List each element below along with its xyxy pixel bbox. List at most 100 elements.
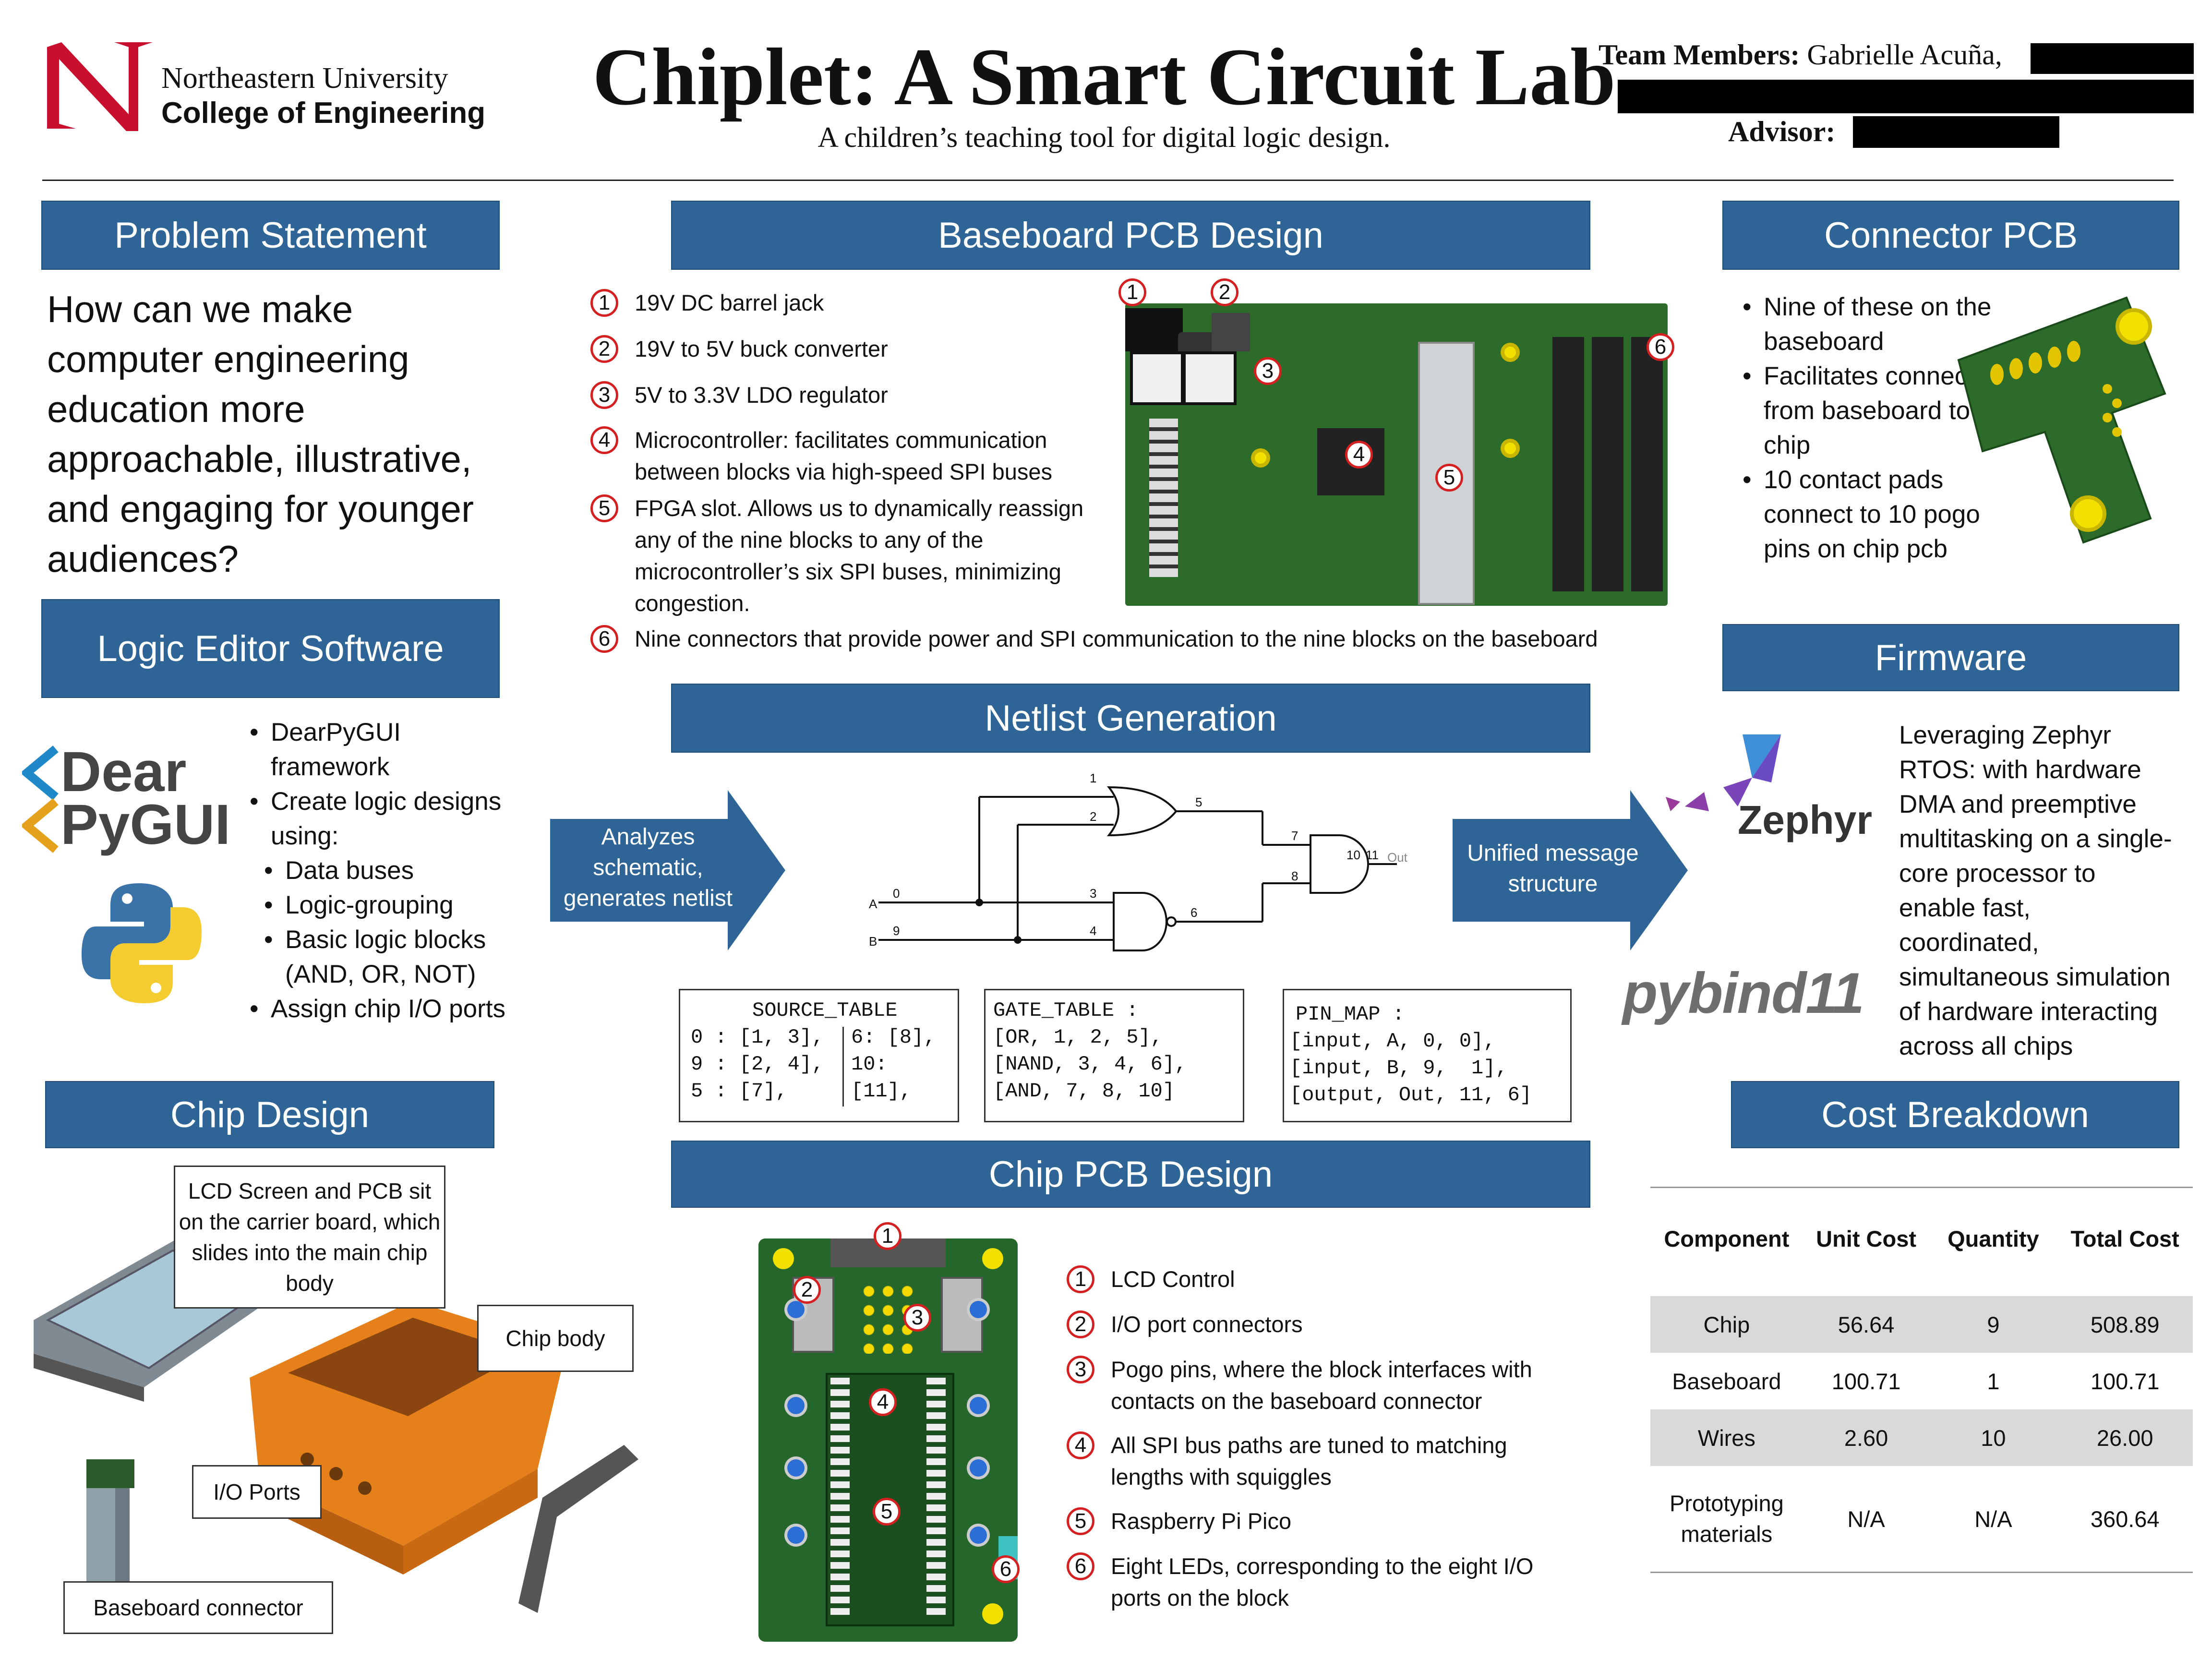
bullet-dearpygui: DearPyGUI framework (250, 715, 518, 784)
table-cell: Chip (1703, 1311, 1750, 1337)
baseboard-item-6: 6 Nine connectors that provide power and… (590, 623, 1695, 655)
callout-io-ports: I/O Ports (192, 1465, 322, 1519)
table-cell: 100.71 (2090, 1368, 2160, 1394)
table-cell: Wires (1697, 1425, 1755, 1451)
number-badge: 1 (1067, 1265, 1094, 1293)
callout-baseboard-connector: Baseboard connector (63, 1581, 333, 1634)
column-header: Unit Cost (1816, 1226, 1916, 1251)
arrow-unified-icon (1453, 790, 1688, 950)
table-cell: 10 (1981, 1425, 2006, 1451)
connector-bullets: Nine of these on the baseboard Facilitat… (1743, 290, 2011, 566)
number-badge: 4 (1067, 1431, 1094, 1459)
source-left-row: 0 : [1, 3], (691, 1026, 824, 1049)
schematic-label-out: Out (1387, 850, 1408, 865)
table-row: Chip 56.64 9 508.89 (1650, 1296, 2193, 1353)
table-cell: N/A (1847, 1506, 1885, 1532)
dearpygui-logo-pygui: PyGUI (60, 793, 231, 856)
logic-editor-bullets: DearPyGUI framework Create logic designs… (250, 715, 518, 1026)
college-name: College of Engineering (161, 96, 486, 130)
baseboard-pcb-render (1125, 303, 1668, 606)
team-label: Team Members: (1599, 39, 1800, 71)
schematic-label-10: 10 (1346, 848, 1360, 862)
baseboard-item-5: 5 FPGA slot. Allows us to dynamically re… (590, 493, 1118, 619)
table-row: Wires 2.60 10 26.00 (1650, 1409, 2193, 1466)
cost-heading: Cost Breakdown (1731, 1081, 2179, 1148)
schematic-label-5: 5 (1195, 795, 1202, 809)
cost-table-top-rule (1650, 1187, 2193, 1188)
schematic-label-3: 3 (1090, 886, 1096, 901)
university-name: Northeastern University (161, 62, 448, 95)
redaction-bar (1618, 80, 2194, 113)
chip-pcb-heading: Chip PCB Design (671, 1141, 1590, 1208)
schematic-label-8: 8 (1291, 869, 1298, 883)
chip-pcb-marker-6: 6 (992, 1555, 1020, 1583)
gate-table-box: GATE_TABLE : [OR, 1, 2, 5], [NAND, 3, 4,… (984, 989, 1244, 1122)
source-right-row: 6: [8], (851, 1026, 936, 1049)
item-text: 5V to 3.3V LDO regulator (635, 382, 888, 408)
chip-pcb-item-3: 3 Pogo pins, where the block interfaces … (1067, 1354, 1547, 1417)
schematic-label-1: 1 (1090, 771, 1096, 785)
table-cell: 100.71 (1831, 1368, 1901, 1394)
pybind11-logo-text: pybind11 (1623, 961, 1864, 1025)
pin-map-title: PIN_MAP : (1296, 1003, 1405, 1026)
cost-table: Component Unit Cost Quantity Total Cost … (1650, 1210, 2193, 1572)
item-text: Raspberry Pi Pico (1111, 1508, 1292, 1534)
python-logo-icon (82, 883, 202, 1003)
table-cell: 1 (1987, 1368, 2000, 1394)
column-header: Component (1664, 1226, 1790, 1251)
table-cell: 2.60 (1844, 1425, 1888, 1451)
schematic-label-9: 9 (893, 924, 900, 938)
poster-title: Chiplet: A Smart Circuit Lab (592, 32, 1616, 122)
bullet-logic-grouping: Logic-grouping (264, 888, 518, 923)
problem-text: How can we make computer engineering edu… (47, 288, 474, 580)
arrow-unified-label: Unified message structure (1467, 841, 1639, 897)
callout-lcd-screen: LCD Screen and PCB sit on the carrier bo… (174, 1166, 445, 1309)
chip-pcb-item-1: 1 LCD Control (1067, 1263, 1547, 1295)
baseboard-item-1: 1 19V DC barrel jack (590, 287, 1094, 319)
redaction-bar (1853, 116, 2059, 148)
arrow-analyzes-icon (550, 790, 785, 950)
netlist-heading: Netlist Generation (671, 684, 1590, 753)
number-badge: 3 (1067, 1356, 1094, 1383)
item-text: LCD Control (1111, 1266, 1235, 1292)
team-block: Team Members: Gabrielle Acuña, Advisor: (1594, 38, 2199, 154)
pcb-marker-2: 2 (1211, 278, 1238, 306)
schematic-label-7: 7 (1291, 829, 1298, 843)
chip-pcb-item-6: 6 Eight LEDs, corresponding to the eight… (1067, 1551, 1547, 1614)
column-header: Quantity (1948, 1226, 2039, 1251)
chip-pcb-item-5: 5 Raspberry Pi Pico (1067, 1505, 1547, 1537)
number-badge: 5 (1067, 1507, 1094, 1535)
item-text: Eight LEDs, corresponding to the eight I… (1111, 1553, 1534, 1611)
firmware-text: Leveraging Zephyr RTOS: with hardware DM… (1899, 721, 2172, 1060)
baseboard-item-4: 4 Microcontroller: facilitates communica… (590, 424, 1118, 488)
chip-pcb-marker-2: 2 (793, 1276, 821, 1304)
chip-pcb-marker-5: 5 (873, 1498, 901, 1526)
chip-pcb-render (758, 1238, 1018, 1642)
number-badge: 3 (590, 381, 618, 409)
item-text: Nine connectors that provide power and S… (635, 626, 1598, 651)
schematic-label-0: 0 (893, 886, 900, 901)
poster-subtitle: A children’s teaching tool for digital l… (817, 121, 1391, 153)
number-badge: 1 (590, 289, 618, 317)
table-cell: 26.00 (2096, 1425, 2153, 1451)
redaction-bar (2031, 43, 2194, 74)
advisor-label: Advisor: (1728, 116, 1836, 147)
number-badge: 6 (590, 625, 618, 653)
chip-pcb-marker-4: 4 (869, 1388, 897, 1416)
schematic-label-6: 6 (1190, 905, 1197, 920)
table-cell: 56.64 (1838, 1311, 1895, 1337)
dearpygui-logo: Dear PyGUI (22, 740, 243, 856)
source-right-row: [11], (851, 1080, 912, 1103)
baseboard-heading: Baseboard PCB Design (671, 201, 1590, 270)
pin-map-box: PIN_MAP : [input, A, 0, 0], [input, B, 9… (1283, 989, 1572, 1122)
item-text: FPGA slot. Allows us to dynamically reas… (635, 495, 1084, 616)
item-text: Microcontroller: facilitates communicati… (635, 427, 1053, 484)
table-row: Baseboard 100.71 1 100.71 (1650, 1353, 2193, 1409)
bullet-nine-connectors: Nine of these on the baseboard (1743, 290, 2011, 359)
northeastern-n-icon (47, 42, 153, 131)
item-text: 19V to 5V buck converter (635, 336, 888, 361)
schematic-label-4: 4 (1090, 924, 1096, 938)
number-badge: 5 (590, 494, 618, 522)
item-text: 19V DC barrel jack (635, 290, 824, 315)
table-cell: 508.89 (2090, 1311, 2160, 1337)
